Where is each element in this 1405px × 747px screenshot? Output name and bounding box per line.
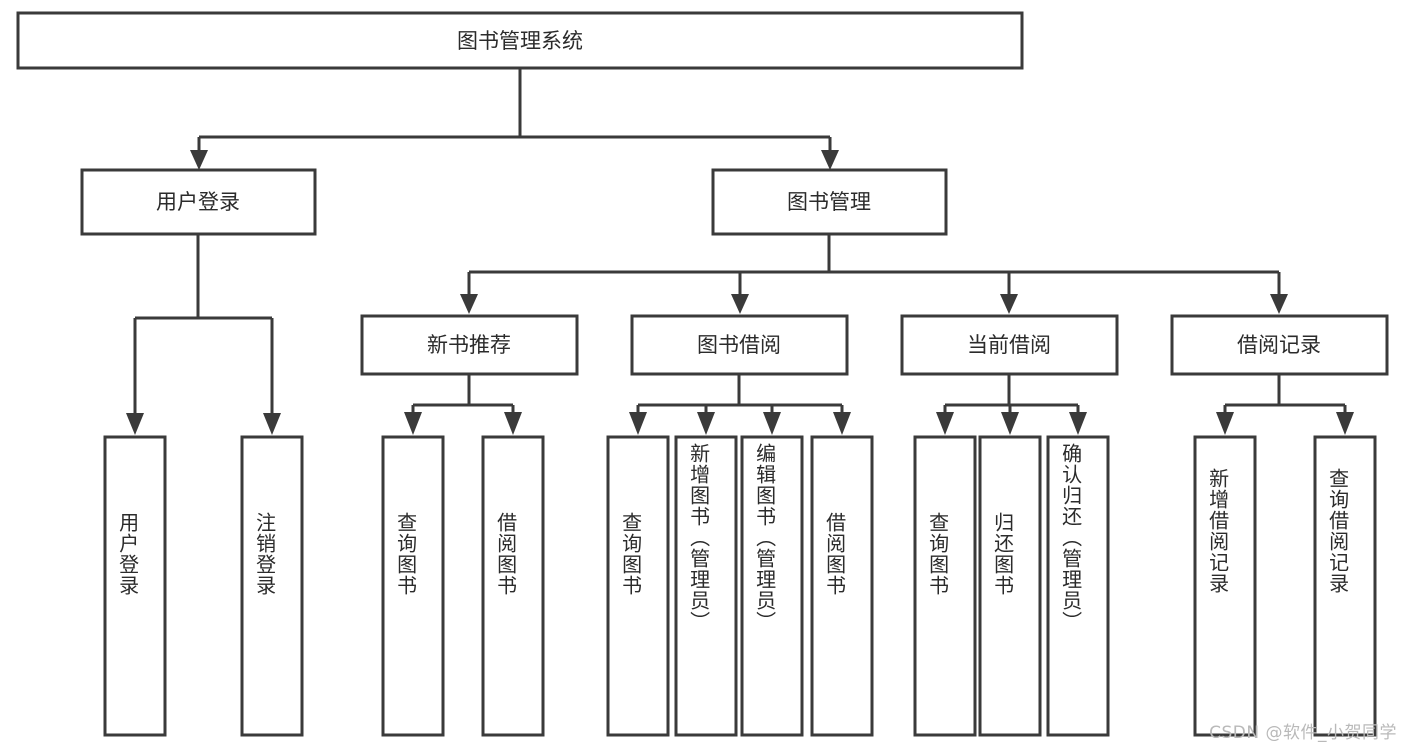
node-book-manage-label: 图书管理 — [787, 190, 871, 214]
node-new-book-rec-label: 新书推荐 — [427, 333, 511, 357]
leaf-box-borrow-book-2[interactable] — [810, 435, 874, 737]
node-borrow-record-label: 借阅记录 — [1237, 333, 1321, 357]
connector-root-to-level2 — [190, 68, 839, 170]
node-user-login-label: 用户登录 — [156, 190, 240, 214]
connector-borrow-record-to-leaves — [1216, 374, 1354, 435]
node-root-box[interactable] — [16, 11, 1024, 70]
connector-new-book-rec-to-leaves — [404, 374, 522, 435]
leaf-box-query-book-1[interactable] — [381, 435, 445, 737]
csdn-watermark: CSDN @软件_小贺同学 — [1209, 723, 1397, 743]
arrow-to-book-borrow — [731, 294, 749, 314]
arrow-to-user-login — [190, 150, 208, 170]
node-book-manage[interactable]: 图书管理 — [711, 168, 948, 236]
node-borrow-record[interactable]: 借阅记录 — [1170, 314, 1389, 376]
leaf-box-confirm-return[interactable] — [1046, 435, 1110, 737]
connector-current-borrow-to-leaves — [936, 374, 1087, 435]
node-book-borrow[interactable]: 图书借阅 — [630, 314, 849, 376]
node-root[interactable]: 图书管理系统 — [16, 11, 1024, 70]
connector-user-login-to-leaves — [126, 234, 281, 435]
leaf-box-query-book-3[interactable] — [913, 435, 977, 737]
leaf-box-user-login[interactable] — [103, 435, 167, 737]
arrow-to-leaf-user-login — [126, 413, 144, 435]
leaf-box-add-book[interactable] — [674, 435, 738, 737]
node-book-borrow-label: 图书借阅 — [697, 333, 781, 357]
leaf-box-add-record[interactable] — [1193, 435, 1257, 737]
node-user-login-box[interactable] — [80, 168, 317, 236]
node-user-login[interactable]: 用户登录 — [80, 168, 317, 236]
connector-book-manage-to-level3 — [460, 234, 1288, 314]
node-new-book-rec-box[interactable] — [360, 314, 579, 376]
node-current-borrow-label: 当前借阅 — [967, 333, 1051, 357]
arrow-to-book-manage — [821, 150, 839, 170]
leaf-box-edit-book[interactable] — [740, 435, 804, 737]
node-current-borrow-box[interactable] — [900, 314, 1119, 376]
node-new-book-rec[interactable]: 新书推荐 — [360, 314, 579, 376]
connector-book-borrow-to-leaves — [629, 374, 851, 435]
arrow-to-borrow-record — [1270, 294, 1288, 314]
node-current-borrow[interactable]: 当前借阅 — [900, 314, 1119, 376]
leaf-box-query-record[interactable] — [1313, 435, 1377, 737]
arrow-to-leaf-logout — [263, 413, 281, 435]
leaf-box-return-book[interactable] — [978, 435, 1042, 737]
arrow-to-current-borrow — [1000, 294, 1018, 314]
node-root-label: 图书管理系统 — [457, 29, 583, 53]
leaf-box-borrow-book-1[interactable] — [481, 435, 545, 737]
leaf-box-logout[interactable] — [240, 435, 304, 737]
leaf-box-query-book-2[interactable] — [606, 435, 670, 737]
arrow-to-new-book-rec — [460, 294, 478, 314]
